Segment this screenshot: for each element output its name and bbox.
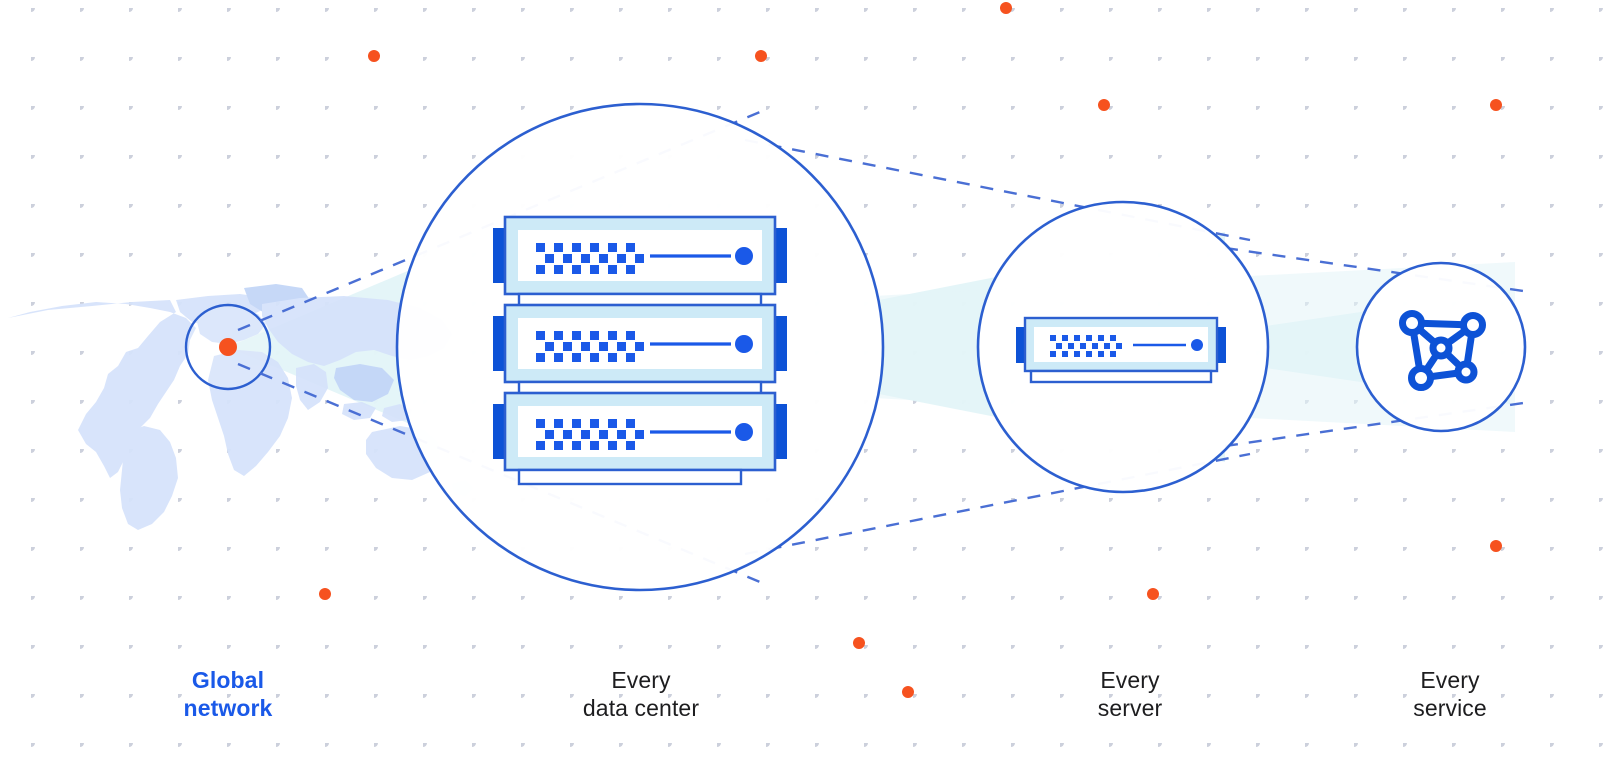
status-led-icon [1191, 339, 1203, 351]
status-led-icon [735, 247, 753, 265]
stage-label-every-data-center: Every data center [582, 667, 700, 722]
led-array [536, 419, 644, 450]
status-led-icon [735, 335, 753, 353]
server-base-bar [1029, 369, 1213, 384]
rack-unit-1 [493, 215, 787, 296]
single-server-icon [1016, 316, 1226, 384]
status-led-icon [735, 423, 753, 441]
server-rack-icon [493, 215, 787, 486]
network-node-bottom-left [1408, 365, 1434, 391]
highlight-dots [319, 2, 1502, 698]
led-array [536, 331, 644, 362]
map-location-dot [219, 338, 237, 356]
led-array [1050, 335, 1122, 357]
led-array [536, 243, 644, 274]
network-node-top-right [1460, 312, 1486, 338]
rack-base-bar [517, 468, 743, 486]
network-node-center [1429, 336, 1453, 360]
stage-label-every-service: Every service [1413, 667, 1487, 722]
stage-label-every-server: Every server [1097, 667, 1163, 722]
network-node-bottom-right [1454, 360, 1478, 384]
stage-label-global-network: Global network [183, 667, 273, 722]
funnel-dashed-lines [237, 110, 1531, 584]
map-highlight-circle [184, 303, 272, 391]
rack-unit-3 [493, 391, 787, 472]
service-network-icon [1399, 310, 1486, 391]
rack-unit-2 [493, 303, 787, 384]
network-node-top-left [1399, 310, 1425, 336]
